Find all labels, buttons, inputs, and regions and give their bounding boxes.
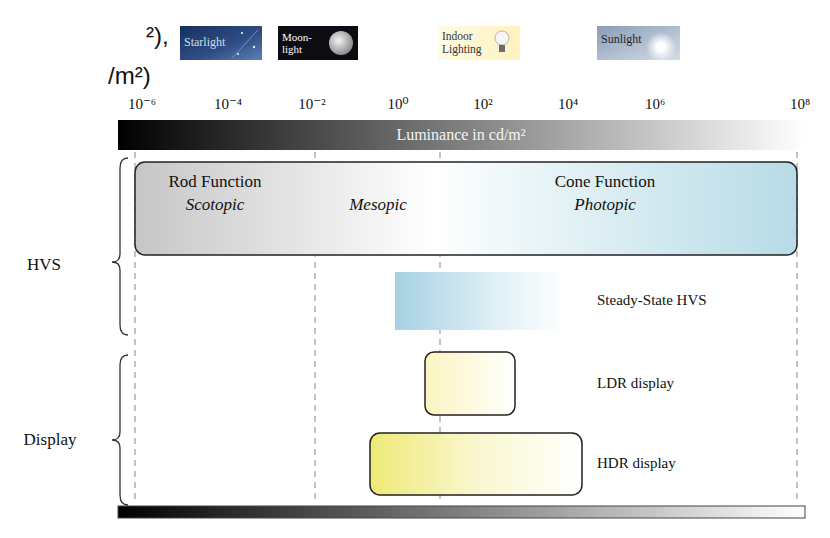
luminance-bar: [118, 120, 805, 150]
bulb-base: [499, 45, 505, 52]
node-text: Photopic: [574, 196, 635, 215]
range-edge: [398, 329, 562, 331]
group-label: Display: [24, 431, 77, 450]
cropped-text: /m²): [108, 63, 151, 89]
moonlight-picture: [278, 26, 358, 60]
hdr-range: [370, 433, 582, 495]
node-text: Moon- light: [282, 31, 320, 55]
star: [241, 32, 243, 34]
tick-label: 10⁴: [558, 96, 578, 113]
light-source-box: Starlight: [180, 26, 262, 60]
vision-range: Mesopic: [315, 162, 440, 255]
light-source-box: Sunlight: [597, 26, 680, 60]
cropped-text: ²),: [146, 23, 169, 49]
node-text: Rod Function: [168, 173, 261, 192]
range-edge: [398, 271, 562, 273]
light-source-box: Moon- light: [278, 26, 358, 60]
range-boundaries: [135, 152, 797, 504]
range-label: HDR display: [597, 455, 676, 472]
node-text: Scotopic: [186, 196, 245, 215]
vision-range: Rod FunctionScotopic: [135, 162, 315, 255]
node-text: Luminance in cd/m²: [396, 126, 525, 144]
luminance-bar-title: Luminance in cd/m²: [118, 120, 805, 150]
brace: [112, 355, 128, 505]
indoor-picture: [438, 26, 520, 60]
range-label: Steady-State HVS: [597, 292, 707, 309]
node-text: Mesopic: [349, 196, 407, 215]
brace: [112, 158, 128, 335]
tick-label: 10²: [473, 96, 493, 113]
tick-label: 10⁶: [645, 96, 665, 113]
vision-range: Cone FunctionPhotopic: [440, 162, 797, 255]
vision-band: [135, 162, 797, 255]
steady-state-range: [395, 272, 565, 330]
light-source-box: Indoor Lighting: [438, 26, 520, 60]
sun-icon: [656, 42, 666, 52]
tick-label: 10⁻⁶: [128, 96, 156, 113]
range-label: LDR display: [597, 375, 674, 392]
ldr-range: [425, 352, 515, 415]
tick-label: 10⁻⁴: [214, 96, 242, 113]
tick-label: 10⁰: [387, 96, 408, 113]
star: [237, 53, 239, 55]
bulb-icon: [495, 31, 509, 45]
node-text: Cone Function: [555, 173, 656, 192]
tick-label: 10⁸: [790, 96, 810, 113]
luminance-strip: [118, 506, 805, 518]
moon-icon: [329, 31, 353, 55]
starlight-picture: [180, 26, 262, 60]
node-text: Starlight: [184, 36, 225, 49]
tick-label: 10⁻²: [298, 96, 325, 113]
node-text: Indoor Lighting: [442, 30, 492, 55]
group-label: HVS: [27, 256, 61, 275]
node-text: Sunlight: [601, 33, 642, 46]
sun-glow: [646, 32, 676, 62]
star: [253, 46, 255, 48]
star-streak: [232, 30, 258, 58]
